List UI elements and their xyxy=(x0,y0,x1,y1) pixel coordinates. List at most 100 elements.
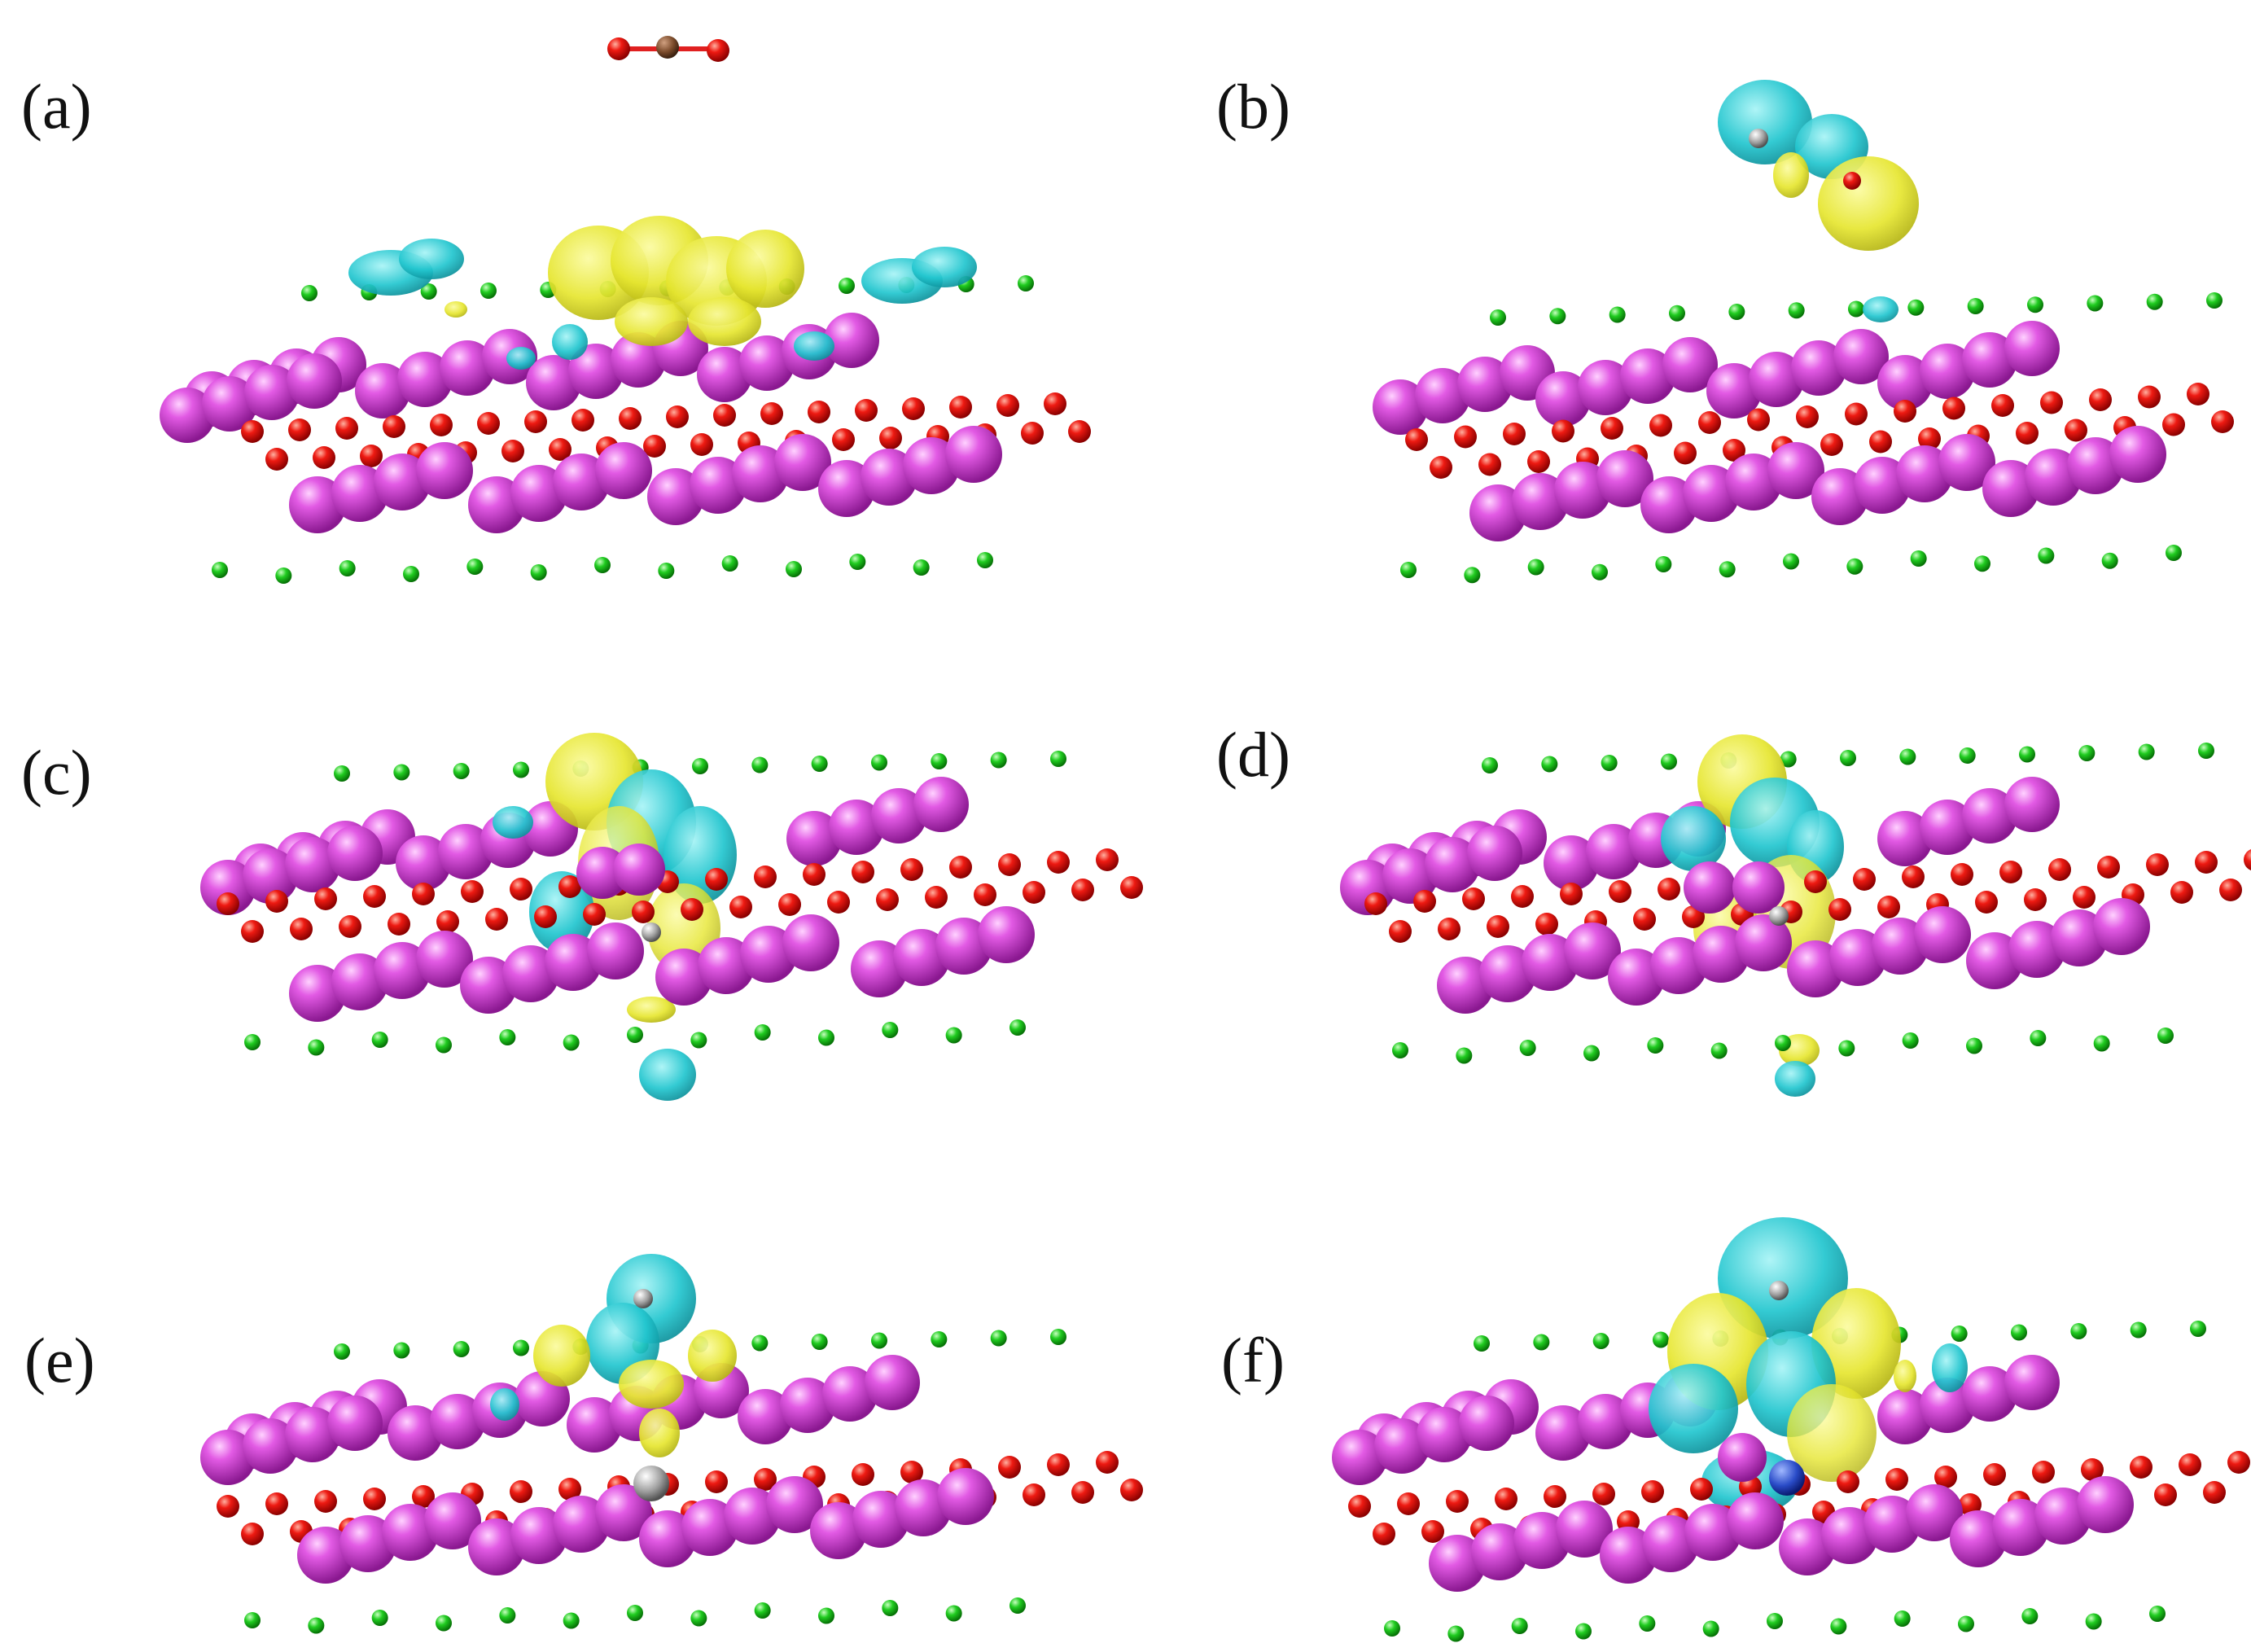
small-atom xyxy=(882,1022,899,1038)
metal-atom xyxy=(243,848,298,904)
oxygen-atom xyxy=(1544,1485,1566,1508)
oxygen-atom xyxy=(1902,865,1925,888)
small-atom xyxy=(2146,293,2163,310)
oxygen-atom xyxy=(383,415,405,438)
oxygen-atom xyxy=(2081,1458,2104,1481)
oxygen-atom xyxy=(1373,1523,1395,1545)
small-atom xyxy=(1848,300,1864,318)
oxygen-atom xyxy=(705,1470,728,1493)
metal-atom xyxy=(1417,1407,1472,1462)
small-atom xyxy=(1549,308,1566,325)
oxygen-atom xyxy=(827,891,850,914)
oxygen-atom xyxy=(632,900,655,923)
oxygen-atom xyxy=(412,1485,435,1508)
oxygen-atom xyxy=(363,1488,386,1510)
oxygen-atom xyxy=(388,913,410,936)
oxygen-atom xyxy=(583,903,606,926)
adsorbate-atom xyxy=(1769,1281,1789,1300)
oxygen-atom xyxy=(290,918,313,940)
oxygen-atom xyxy=(2162,413,2185,436)
oxygen-atom xyxy=(241,1523,264,1545)
small-atom xyxy=(1780,751,1797,768)
small-atom xyxy=(2030,1030,2047,1046)
small-atom xyxy=(1392,1042,1408,1058)
oxygen-atom xyxy=(1690,1478,1713,1501)
small-atom xyxy=(690,1610,707,1627)
panel-label-d: (d) xyxy=(1216,719,1290,790)
small-atom xyxy=(2070,1323,2087,1339)
small-atom xyxy=(2019,746,2035,763)
small-atom xyxy=(301,285,318,301)
charge-depletion-isosurface xyxy=(1649,1364,1738,1453)
metal-atom xyxy=(1535,1405,1591,1461)
metal-atom xyxy=(782,914,839,971)
small-atom xyxy=(371,1610,388,1626)
oxygen-atom xyxy=(1503,423,1526,445)
metal-atom xyxy=(2093,898,2150,955)
metal-atom xyxy=(613,844,665,896)
oxygen-atom xyxy=(2244,848,2251,871)
metal-atom xyxy=(1662,337,1718,392)
small-atom xyxy=(453,763,470,779)
small-atom xyxy=(2011,1324,2027,1341)
metal-atom xyxy=(1578,360,1633,415)
oxygen-atom xyxy=(1120,1479,1143,1501)
oxygen-atom xyxy=(1047,1453,1070,1476)
small-atom xyxy=(751,1334,769,1352)
small-atom xyxy=(436,1615,452,1632)
small-atom xyxy=(1018,275,1034,291)
metal-atom xyxy=(1578,1394,1633,1449)
small-atom xyxy=(1592,1333,1609,1349)
small-atom xyxy=(1653,1331,1669,1348)
small-atom xyxy=(945,1605,962,1622)
oxygen-atom xyxy=(1959,1493,1982,1516)
small-atom xyxy=(403,566,419,582)
small-atom xyxy=(499,1029,516,1045)
metal-atom xyxy=(1767,442,1824,499)
oxygen-atom xyxy=(1698,411,1721,434)
oxygen-atom xyxy=(1843,172,1861,190)
oxygen-atom xyxy=(2089,388,2112,411)
small-atom xyxy=(1846,558,1863,575)
metal-atom xyxy=(2077,1476,2134,1533)
metal-atom xyxy=(937,1468,994,1525)
small-atom xyxy=(530,564,547,581)
small-atom xyxy=(1533,1334,1550,1351)
metal-atom xyxy=(2004,1355,2060,1410)
metal-atom xyxy=(2004,777,2060,832)
oxygen-atom xyxy=(2219,879,2242,901)
small-atom xyxy=(2101,552,2118,569)
small-atom xyxy=(420,283,437,300)
oxygen-atom xyxy=(485,908,508,931)
small-atom xyxy=(393,1342,410,1359)
adsorbate-atom xyxy=(633,1289,653,1308)
small-atom xyxy=(690,1032,707,1049)
small-atom xyxy=(754,1602,771,1619)
small-atom xyxy=(1958,1615,1974,1632)
adsorbate-atom xyxy=(1769,1460,1805,1496)
metal-atom xyxy=(1684,861,1736,914)
charge-accumulation-isosurface xyxy=(688,297,761,346)
charge-accumulation-isosurface xyxy=(445,301,467,318)
small-atom xyxy=(751,756,769,773)
metal-atom xyxy=(978,906,1035,963)
metal-atom xyxy=(1962,788,2017,844)
oxygen-atom xyxy=(510,878,532,900)
small-atom xyxy=(2190,1321,2206,1337)
oxygen-atom xyxy=(430,414,453,436)
metal-atom xyxy=(1556,1501,1613,1558)
oxygen-atom xyxy=(754,1468,777,1491)
metal-atom xyxy=(1962,1366,2017,1422)
charge-depletion-isosurface xyxy=(794,331,834,361)
oxygen-atom xyxy=(436,910,459,933)
metal-atom xyxy=(1727,1492,1784,1549)
small-atom xyxy=(1609,306,1626,323)
small-atom xyxy=(1661,753,1677,770)
oxygen-atom xyxy=(1918,427,1941,450)
metal-atom xyxy=(1718,1433,1767,1482)
small-atom xyxy=(1447,1625,1465,1642)
charge-depletion-isosurface xyxy=(1661,806,1726,871)
oxygen-atom xyxy=(974,883,996,906)
small-atom xyxy=(1702,1620,1719,1637)
metal-atom xyxy=(1877,1389,1933,1444)
